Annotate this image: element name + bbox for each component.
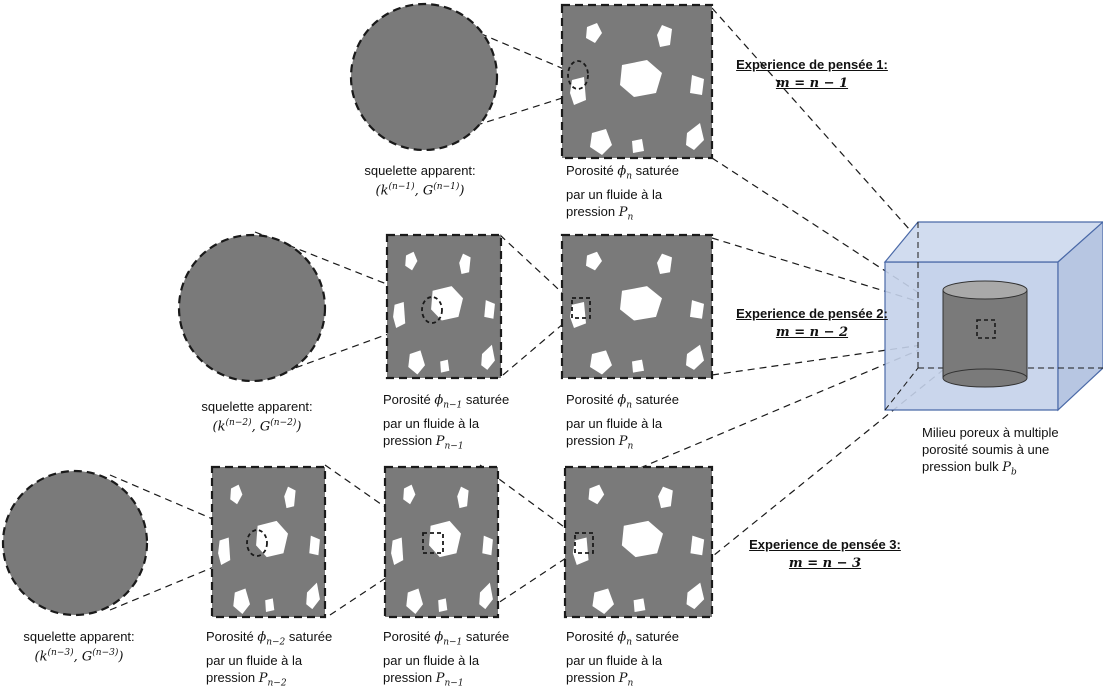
skeleton-caption-1: squelette apparent: (k(n−1), G(n−1)) bbox=[364, 163, 476, 199]
porous-square-r3-phi-n-2 bbox=[210, 465, 327, 619]
zoom-marker bbox=[246, 529, 268, 557]
experiment-1-title: Experience de pensée 1: bbox=[736, 57, 888, 72]
skeleton-circle-3 bbox=[1, 469, 149, 617]
porous-square-r1-phi-n bbox=[560, 3, 714, 160]
zoom-marker bbox=[421, 296, 443, 324]
medium-caption: Milieu poreux à multiple porosité soumis… bbox=[922, 425, 1059, 478]
zoom-marker bbox=[976, 319, 996, 339]
skeleton-caption-3: squelette apparent: (k(n−3), G(n−3)) bbox=[23, 629, 135, 665]
zoom-marker bbox=[567, 60, 589, 90]
porosity-caption-r3-a: Porosité ϕn−2 saturée par un fluide à la… bbox=[206, 629, 333, 689]
zoom-marker bbox=[571, 297, 591, 319]
skeleton-circle-2 bbox=[177, 233, 327, 383]
porosity-caption-r3-b: Porosité ϕn−1 saturée par un fluide à la… bbox=[383, 629, 510, 689]
zoom-marker bbox=[574, 532, 594, 554]
porous-square-r2-phi-n bbox=[560, 233, 714, 380]
experiment-3-title: Experience de pensée 3: bbox=[749, 537, 901, 552]
porous-square-r2-phi-n-1 bbox=[385, 233, 503, 380]
cylinder-sample bbox=[942, 280, 1028, 388]
porosity-caption-r2-a: Porosité ϕn−1 saturée par un fluide à la… bbox=[383, 392, 510, 452]
experiment-1-equation: m = n − 1 bbox=[775, 76, 849, 91]
zoom-marker bbox=[422, 532, 444, 554]
porous-medium-box bbox=[883, 221, 1103, 412]
experiment-2-equation: m = n − 2 bbox=[775, 325, 849, 340]
skeleton-caption-2: squelette apparent: (k(n−2), G(n−2)) bbox=[201, 399, 313, 435]
porous-square-r3-phi-n bbox=[563, 465, 714, 619]
porosity-caption-r3-c: Porosité ϕn saturée par un fluide à la p… bbox=[566, 629, 679, 689]
porosity-caption-r2-b: Porosité ϕn saturée par un fluide à la p… bbox=[566, 392, 679, 452]
experiment-2-title: Experience de pensée 2: bbox=[736, 306, 888, 321]
skeleton-circle-1 bbox=[349, 2, 499, 152]
porosity-caption-r1: Porosité ϕn saturée par un fluide à la p… bbox=[566, 163, 679, 223]
porous-square-r3-phi-n-1 bbox=[383, 465, 500, 619]
experiment-3-equation: m = n − 3 bbox=[788, 556, 862, 571]
